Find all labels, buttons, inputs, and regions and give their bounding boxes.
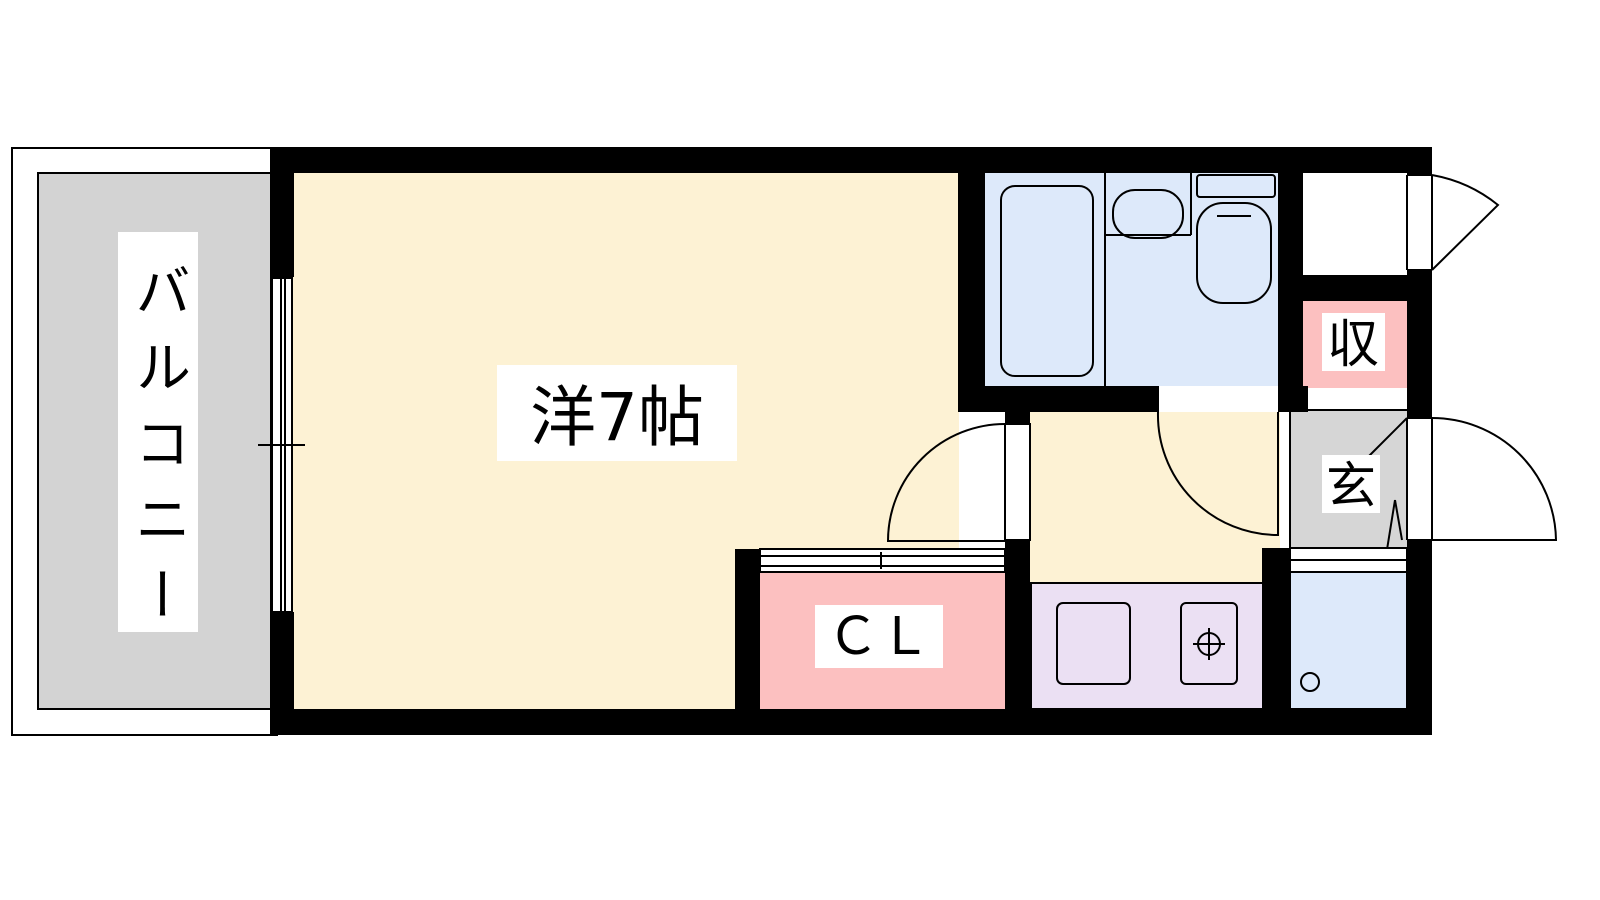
balcony-label-bg: [118, 232, 198, 632]
closet-label: ＣＬ: [827, 607, 931, 667]
western-room-label-bg: [497, 365, 737, 461]
western-room-label: 洋7帖: [530, 379, 704, 456]
walls: [270, 147, 1432, 735]
closet-sliding-door: [759, 548, 1006, 573]
washbasin: [1112, 189, 1184, 239]
drain-icon: [1300, 672, 1320, 692]
shoe-box: [1289, 547, 1408, 710]
doors: [886, 174, 1558, 563]
toilet-tank: [1196, 174, 1276, 198]
room-door-leaf: [1004, 423, 1031, 541]
hall-floor: [1028, 412, 1280, 584]
entrance-label-bg: [1322, 455, 1380, 513]
kitchen-fixtures: [1030, 582, 1264, 710]
storage-label-bg: [1322, 313, 1385, 371]
bathroom-floor: [985, 173, 1278, 386]
balcony-label: バルコニー: [126, 262, 191, 642]
closet-label-bg: [815, 605, 943, 668]
toilet-seat: [1196, 202, 1272, 304]
kitchen-sink: [1056, 602, 1131, 685]
stove: [1180, 602, 1238, 685]
bathroom-fixtures: [1000, 173, 1276, 386]
utility-space: [1303, 173, 1407, 275]
storage-label: 収: [1327, 315, 1379, 375]
bathtub: [1000, 185, 1094, 377]
kitchen-counter: [1030, 582, 1264, 710]
entrance-label: 玄: [1326, 457, 1376, 515]
balcony-window: [258, 277, 305, 613]
